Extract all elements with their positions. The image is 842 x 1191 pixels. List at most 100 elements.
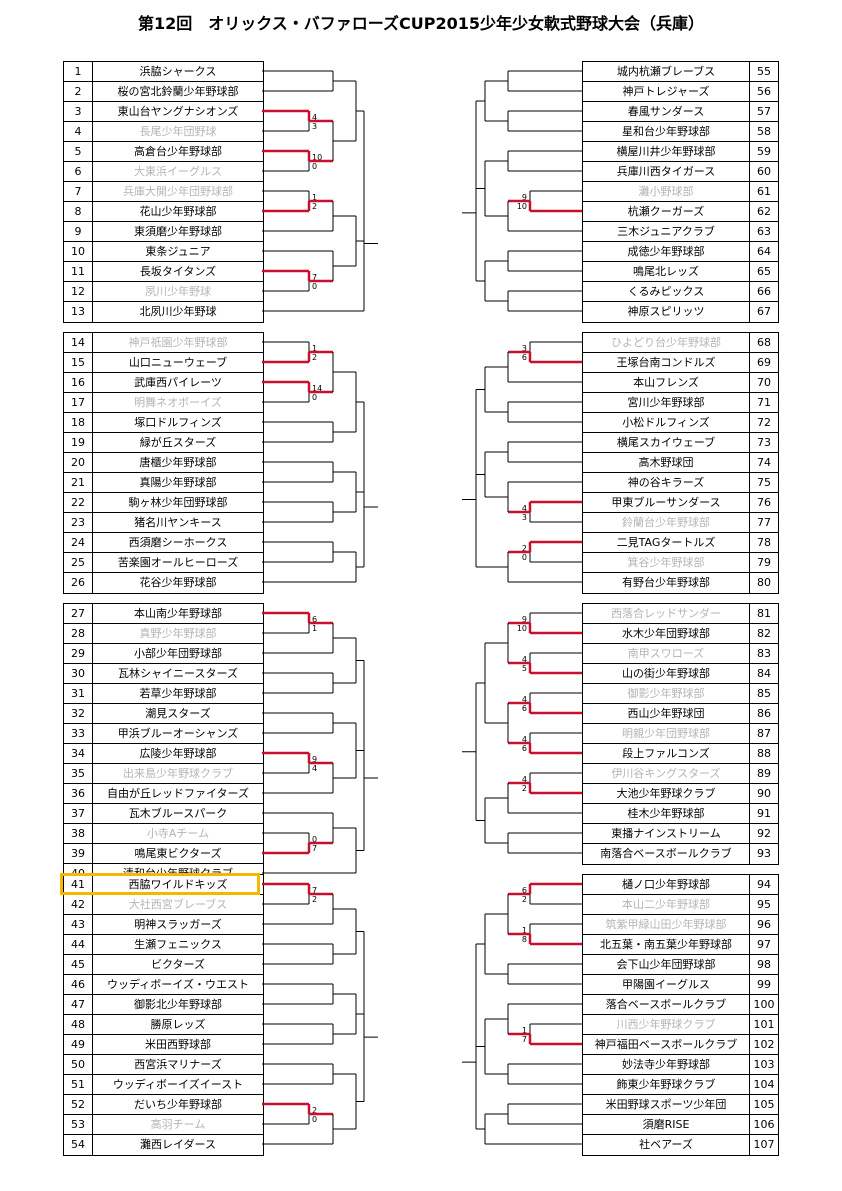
team-name: 山口ニューウェーブ [128,356,228,369]
team-row: 44 生瀬フェニックス [64,935,263,955]
team-number: 77 [749,513,778,532]
team-name: 瓦木ブルースパーク [128,807,228,820]
team-number: 3 [64,102,93,121]
team-name: くるみピックス [627,285,705,298]
team-number: 74 [749,453,778,472]
score-label: 1 [522,926,527,935]
team-number: 83 [749,644,778,663]
team-number: 97 [749,935,778,954]
team-name: 明神スラッガーズ [134,918,222,931]
team-name: 神原スピリッツ [627,305,705,318]
team-number: 8 [64,202,93,221]
team-name: 生瀬フェニックス [134,938,222,951]
team-number: 61 [749,182,778,201]
team-number: 104 [749,1075,778,1094]
team-number: 25 [64,553,93,572]
team-number: 18 [64,413,93,432]
team-name: ウッディボーイズイースト [112,1078,244,1091]
team-number: 28 [64,624,93,643]
team-number: 31 [64,684,93,703]
score-label: 7 [312,886,317,895]
team-name: 横尾スカイウェーブ [616,436,716,449]
score-label: 7 [312,844,317,853]
score-label: 7 [312,273,317,282]
team-name: 須磨RISE [642,1118,690,1131]
score-label: 0 [312,162,317,171]
team-row: 73 横尾スカイウェーブ [583,433,778,453]
team-name: 段上ファルコンズ [622,747,710,760]
team-number: 63 [749,222,778,241]
team-name: 灘小野球部 [638,185,694,198]
team-name: 北五葉・南五葉少年野球部 [600,938,732,951]
team-number: 58 [749,122,778,141]
team-number: 89 [749,764,778,783]
team-name: 浜脇シャークス [139,65,217,78]
team-number: 11 [64,262,93,281]
team-name: 本山フレンズ [633,376,699,389]
score-label: 1 [312,624,317,633]
team-name: 駒ヶ林少年団野球部 [128,496,228,509]
team-name: 甲陽園イーグルス [622,978,710,991]
score-label: 4 [522,504,527,513]
team-name: 東須磨少年野球部 [134,225,222,238]
score-label: 10 [312,153,322,162]
score-label: 4 [522,775,527,784]
team-name: 西宮浜マリナーズ [134,1058,222,1071]
team-number: 94 [749,875,778,894]
team-name: 桜の宮北鈴蘭少年野球部 [117,85,239,98]
team-number: 86 [749,704,778,723]
team-number: 27 [64,604,93,623]
team-name: 星和台少年野球部 [622,125,710,138]
team-number: 13 [64,302,93,322]
score-label: 7 [522,1035,527,1044]
team-name: 勝原レッズ [150,1018,206,1031]
team-number: 65 [749,262,778,281]
team-name: 米田西野球部 [145,1038,211,1051]
score-label: 6 [522,886,527,895]
team-name: 妙法寺少年野球部 [622,1058,710,1071]
team-name: 唐櫃少年野球部 [139,456,217,469]
team-number: 73 [749,433,778,452]
score-label: 1 [522,1026,527,1035]
team-name: 明親少年団野球部 [622,727,710,740]
team-name: 北夙川少年野球 [139,305,217,318]
team-number: 44 [64,935,93,954]
score-label: 3 [522,344,527,353]
